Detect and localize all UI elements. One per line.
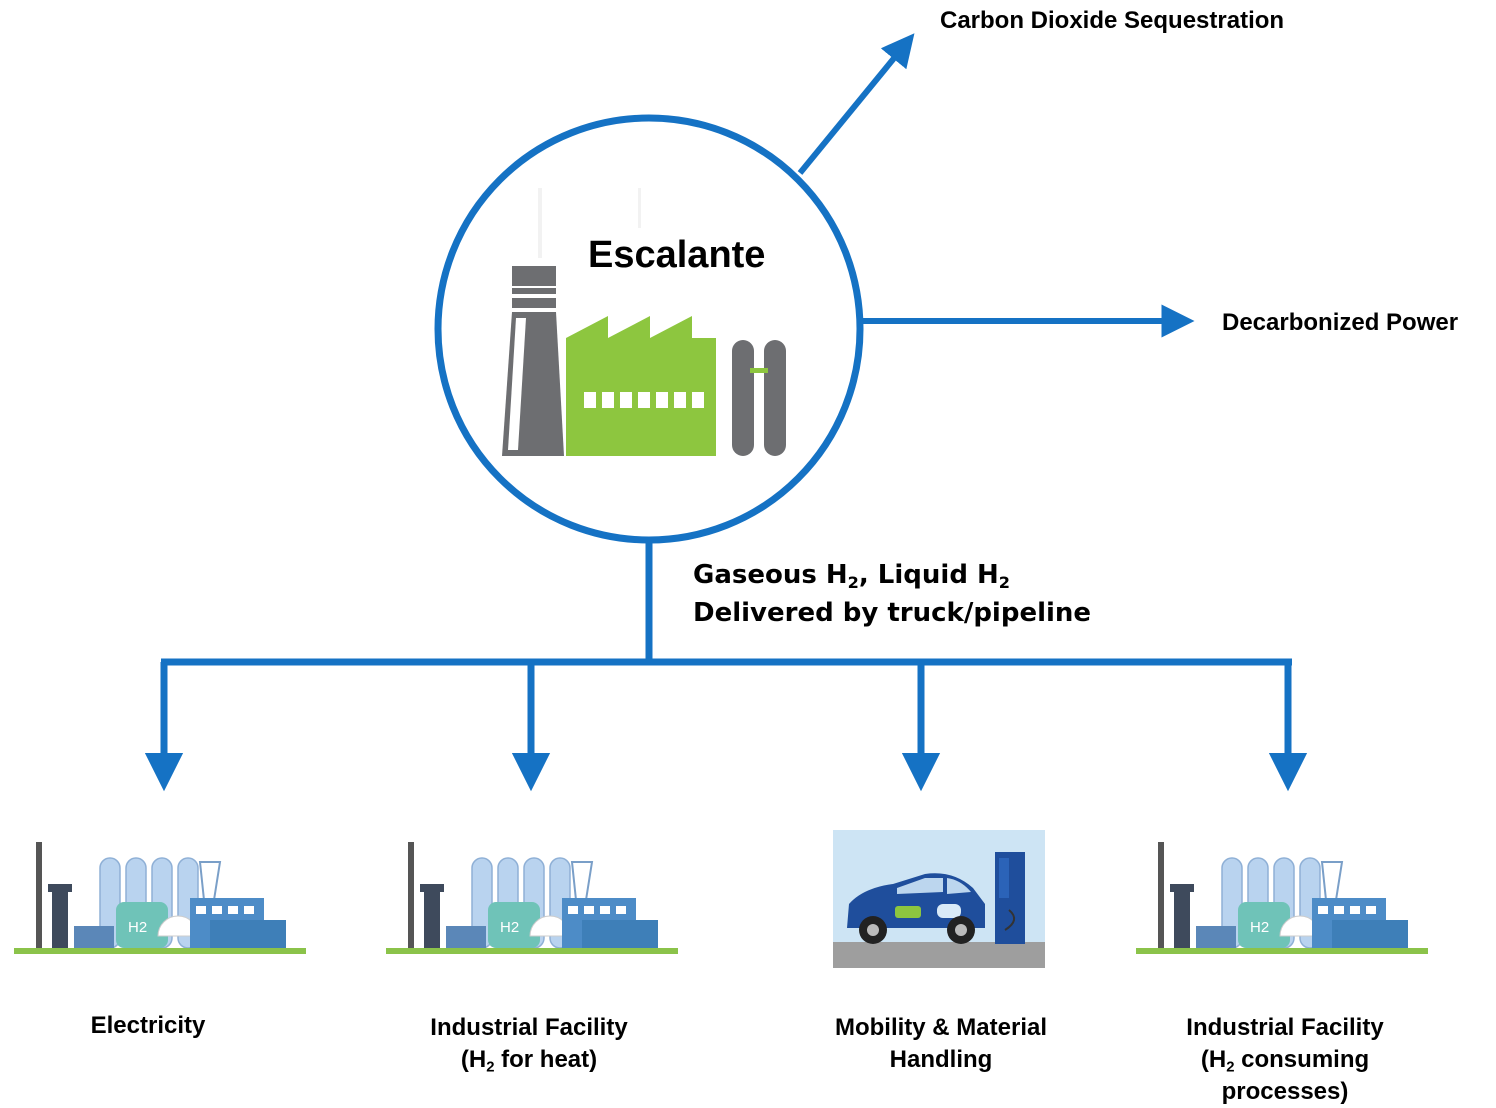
industrial-processes-label: Industrial Facility (H2 consuming proces… (1186, 1014, 1384, 1105)
mobility-label: Mobility & Material Handling (834, 1014, 1048, 1073)
industrial-plant-icon: H2 (386, 842, 678, 954)
co2-sequestration-label: Carbon Dioxide Sequestration (940, 7, 1285, 34)
hydrogen-car-icon (833, 830, 1045, 968)
escalante-title: Escalante (588, 234, 766, 276)
electricity-label: Electricity (90, 1012, 206, 1039)
delivery-label-line1: Gaseous H2, Liquid H2 (693, 560, 1010, 592)
svg-text:H2: H2 (128, 919, 147, 936)
svg-text:H2: H2 (1250, 919, 1269, 936)
delivery-label-line2: Delivered by truck/pipeline (693, 598, 1092, 628)
arrow-co2 (797, 33, 915, 175)
svg-text:H2: H2 (500, 919, 519, 936)
industrial-plant-icon: H2 (14, 842, 306, 954)
delivery-label: Gaseous H2, Liquid H2 Delivered by truck… (693, 556, 1091, 632)
decarbonized-power-label: Decarbonized Power (1222, 309, 1459, 336)
industrial-plant-icon: H2 (1136, 842, 1428, 954)
industrial-heat-label: Industrial Facility (H2 for heat) (430, 1014, 628, 1076)
factory-icon (502, 188, 786, 456)
